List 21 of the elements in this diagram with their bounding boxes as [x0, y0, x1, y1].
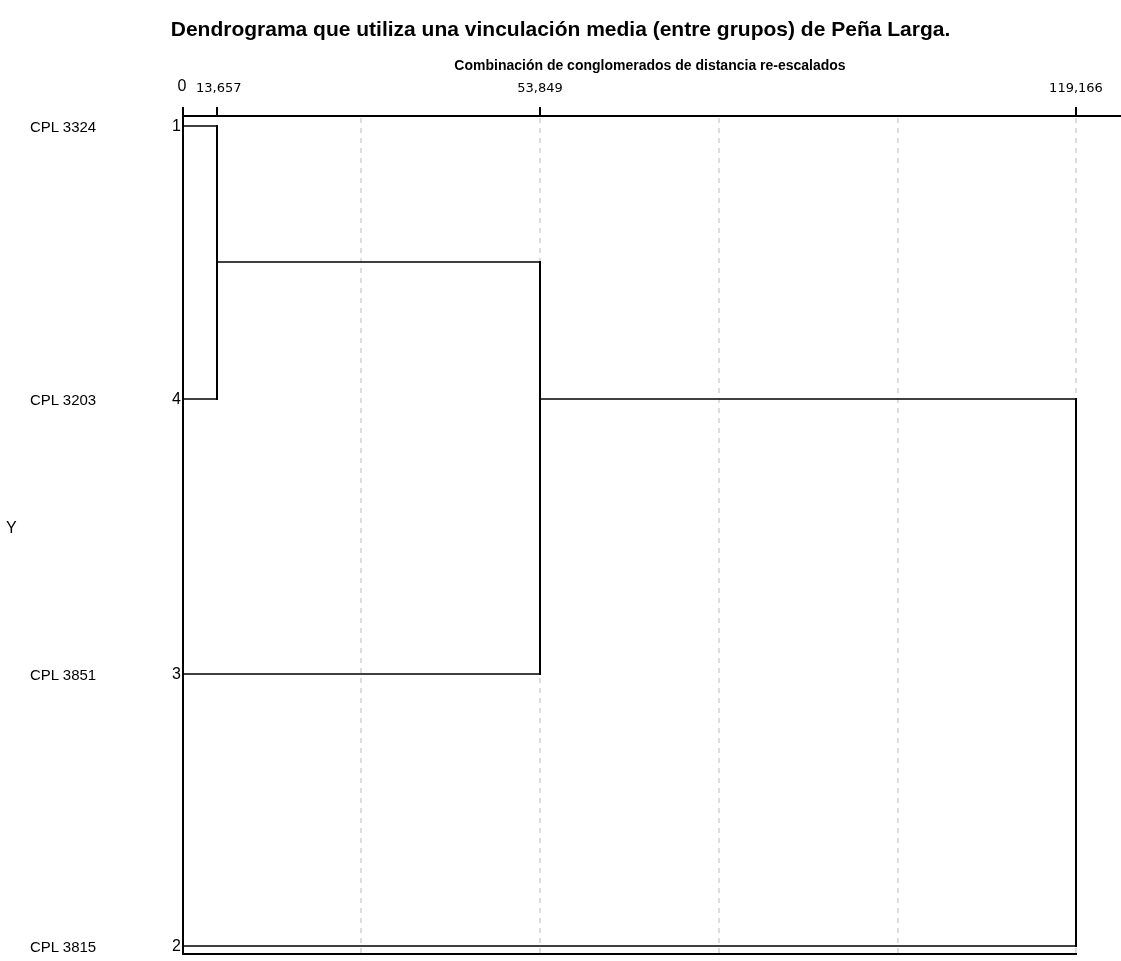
dendrogram-branch — [182, 125, 217, 127]
dendrogram-branch — [182, 945, 1076, 947]
axis-title: Combinación de conglomerados de distancia re-escalados — [454, 58, 846, 72]
leaf-label: CPL 3324 — [30, 118, 97, 134]
leaf-label: CPL 3203 — [30, 391, 97, 407]
axis-label: Y — [6, 520, 17, 536]
tick-label: 0 — [177, 78, 187, 94]
dendrogram-branch — [182, 398, 217, 400]
dendrogram-branch — [182, 673, 540, 675]
dendrogram-branch — [540, 398, 1076, 400]
leaf-label: CPL 3815 — [30, 938, 97, 954]
leaf-label: CPL 3851 — [30, 666, 97, 682]
case-number: 4 — [172, 391, 182, 407]
chart-title: Dendrograma que utiliza una vinculación media (entre grupos) de Peña Larga. — [169, 16, 952, 42]
case-number: 2 — [172, 938, 182, 954]
tick-label: 13,657 — [196, 81, 242, 94]
case-number: 1 — [172, 118, 182, 134]
tick-label: 119,166 — [1049, 81, 1103, 94]
dendrogram-branch — [217, 261, 540, 263]
case-number: 3 — [172, 666, 182, 682]
tick-label: 53,849 — [517, 81, 563, 94]
